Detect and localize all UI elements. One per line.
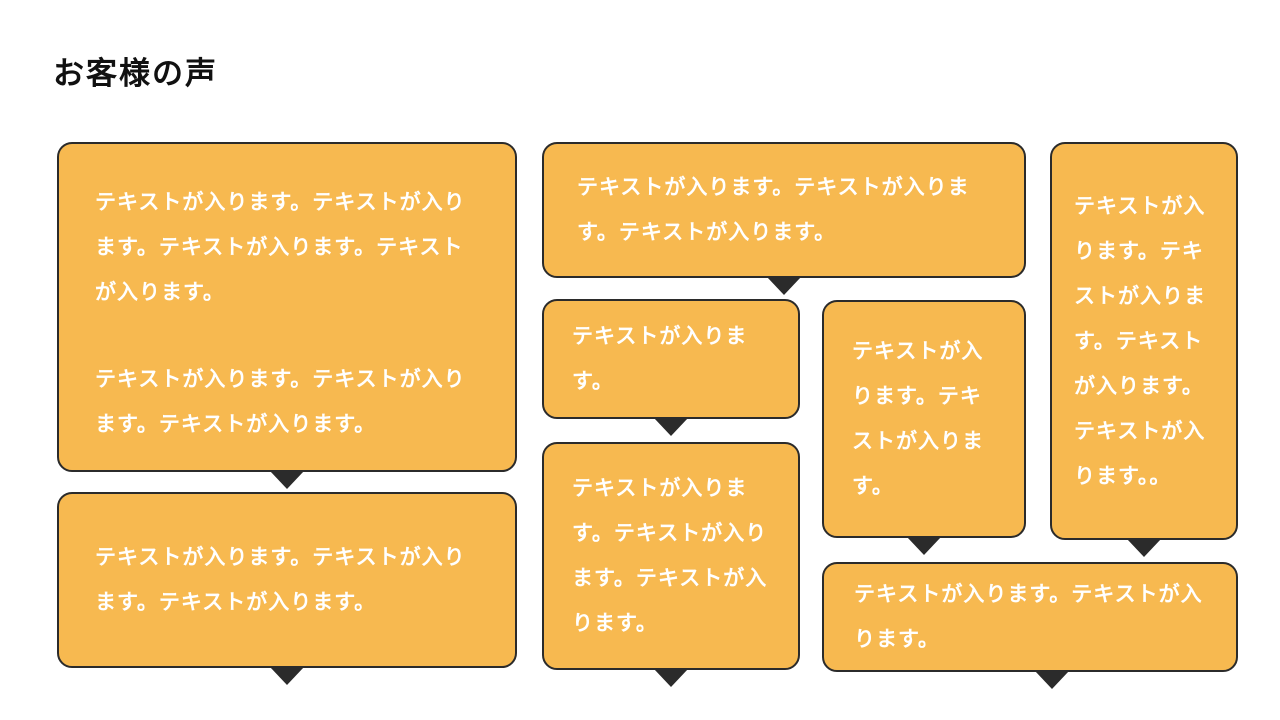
speech-tail-down-icon (654, 669, 688, 687)
speech-tail-down-icon (907, 537, 941, 555)
speech-bubble-right-tall: テキストが入ります。テキストが入ります。テキストが入ります。テキストが入ります。… (1050, 142, 1238, 557)
bubble-text: テキストが入ります。テキストが入ります。テキストが入ります。テキストが入ります。… (1074, 194, 1206, 488)
speech-bubble-middle-top-wide: テキストが入ります。テキストが入ります。テキストが入ります。 (542, 142, 1026, 295)
bubble-text: テキストが入ります。テキストが入ります。テキストが入ります。 (577, 176, 970, 244)
bubble-text: テキストが入ります。テキストが入ります。 (852, 340, 984, 498)
speech-tail-down-icon (654, 418, 688, 436)
bubble-text: テキストが入ります。テキストが入ります。テキストが入ります。テキストが入ります。 (95, 191, 466, 304)
speech-bubble-middle-right: テキストが入ります。テキストが入ります。 (822, 300, 1026, 555)
bubble-text: テキストが入ります。テキストが入ります。 (854, 583, 1203, 651)
bubble-text: テキストが入ります。テキストが入ります。テキストが入ります。 (95, 546, 466, 614)
speech-tail-down-icon (1035, 671, 1069, 689)
speech-tail-down-icon (270, 667, 304, 685)
speech-tail-down-icon (270, 471, 304, 489)
speech-bubble-left-top: テキストが入ります。テキストが入ります。テキストが入ります。テキストが入ります。… (57, 142, 517, 489)
speech-bubble-left-bottom: テキストが入ります。テキストが入ります。テキストが入ります。 (57, 492, 517, 685)
bubble-text: テキストが入ります。テキストが入ります。テキストが入ります。 (572, 477, 768, 635)
speech-tail-down-icon (1127, 539, 1161, 557)
bubble-text: テキストが入ります。テキストが入ります。テキストが入ります。 (95, 368, 466, 436)
speech-bubble-bottom-right-wide: テキストが入ります。テキストが入ります。 (822, 562, 1238, 689)
speech-bubble-middle-left-tall: テキストが入ります。テキストが入ります。テキストが入ります。 (542, 442, 800, 687)
speech-bubble-middle-left-small: テキストが入ります。 (542, 299, 800, 436)
bubble-text: テキストが入ります。 (572, 325, 748, 393)
speech-tail-down-icon (767, 277, 801, 295)
page-title: お客様の声 (53, 56, 218, 91)
